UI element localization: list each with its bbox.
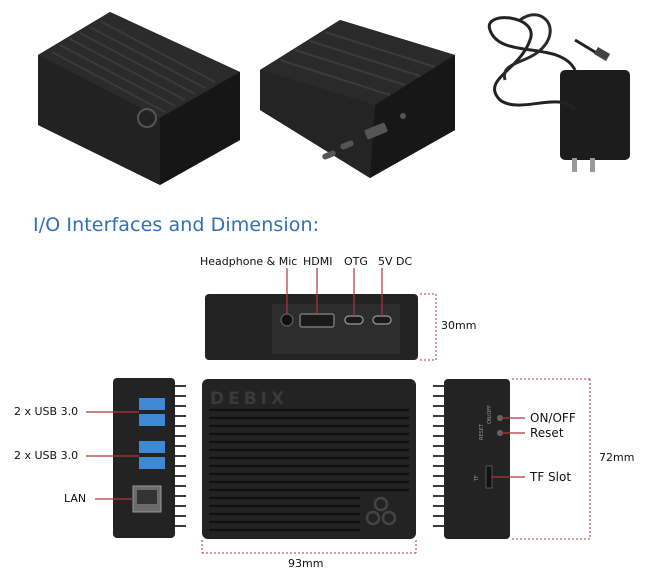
label-usb-2: 2 x USB 3.0 [14, 449, 79, 462]
usb-port-icon [139, 414, 165, 426]
tf-slot-icon [485, 465, 493, 489]
usb-port-icon [139, 457, 165, 469]
device-top-view: DEBIX [202, 379, 416, 539]
label-lan: LAN [64, 492, 87, 505]
label-tf-slot: TF Slot [530, 470, 572, 484]
dimension-width: 93mm [288, 557, 324, 570]
usb-port-icon [139, 441, 165, 453]
logo-emblem-icon [365, 496, 397, 526]
label-usb-1: 2 x USB 3.0 [14, 405, 79, 418]
section-heading: I/O Interfaces and Dimension: [33, 214, 320, 236]
otg-port-icon [344, 315, 364, 325]
tf-print: TF [474, 475, 480, 482]
device-usb-side-view [113, 378, 186, 538]
label-on-off: ON/OFF [530, 411, 576, 425]
dimension-height: 30mm [441, 319, 477, 332]
device-photo-2 [260, 20, 455, 178]
label-headphone-mic: Headphone & Mic [200, 255, 298, 268]
on-off-print: ON/OFF [487, 405, 493, 424]
case-logo: DEBIX [210, 389, 288, 409]
device-switch-side-view: ON/OFF RESET TF [433, 379, 510, 539]
device-photo-1 [38, 12, 240, 185]
power-adapter-photo [487, 13, 630, 172]
device-port-side-view [205, 294, 418, 360]
hdmi-port-icon [299, 313, 335, 328]
dimension-depth: 72mm [599, 451, 635, 464]
dc-port-icon [372, 315, 392, 325]
label-reset: Reset [530, 426, 564, 440]
reset-print: RESET [479, 423, 485, 440]
label-hdmi: HDMI [303, 255, 333, 268]
label-5v-dc: 5V DC [378, 255, 413, 268]
usb-port-icon [139, 398, 165, 410]
label-otg: OTG [344, 255, 368, 268]
headphone-jack-icon [280, 313, 294, 327]
